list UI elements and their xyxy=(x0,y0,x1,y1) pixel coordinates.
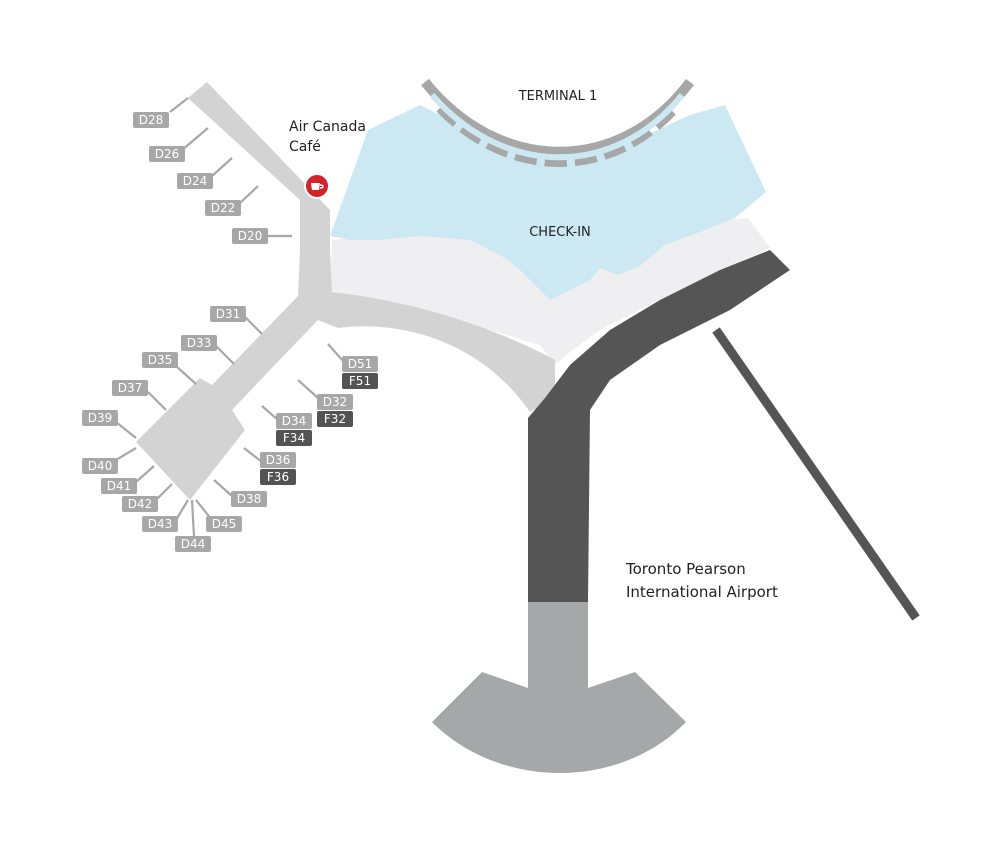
checkin-label: CHECK-IN xyxy=(529,225,591,240)
gate-d35[interactable]: D35 xyxy=(142,352,178,368)
svg-text:D20: D20 xyxy=(238,229,263,243)
checkin-area xyxy=(330,105,766,300)
svg-text:F32: F32 xyxy=(324,412,346,426)
gate-d34[interactable]: D34 xyxy=(276,413,312,429)
svg-text:D40: D40 xyxy=(88,459,113,473)
svg-text:D42: D42 xyxy=(128,497,153,511)
gate-d26[interactable]: D26 xyxy=(149,146,185,162)
gate-d51[interactable]: D51 xyxy=(342,356,378,372)
gate-d40[interactable]: D40 xyxy=(82,458,118,474)
svg-text:D26: D26 xyxy=(155,147,180,161)
terminal-arc-inner xyxy=(436,104,679,167)
svg-text:D38: D38 xyxy=(237,492,262,506)
gate-d42[interactable]: D42 xyxy=(122,496,158,512)
svg-text:D22: D22 xyxy=(211,201,236,215)
airport-label-line2: International Airport xyxy=(626,583,778,601)
terminal-arc-outer xyxy=(421,78,694,157)
svg-text:D43: D43 xyxy=(148,517,173,531)
svg-text:D28: D28 xyxy=(139,113,164,127)
svg-text:F36: F36 xyxy=(267,470,289,484)
svg-text:D33: D33 xyxy=(187,336,212,350)
svg-text:D44: D44 xyxy=(181,537,206,551)
svg-text:D34: D34 xyxy=(282,414,307,428)
runway-connector xyxy=(712,327,920,621)
gate-d36[interactable]: D36 xyxy=(260,452,296,468)
gate-d24[interactable]: D24 xyxy=(177,173,213,189)
svg-text:D24: D24 xyxy=(183,174,208,188)
svg-text:D45: D45 xyxy=(212,517,237,531)
gate-d39[interactable]: D39 xyxy=(82,410,118,426)
gate-stubs xyxy=(115,97,345,537)
airport-label-line1: Toronto Pearson xyxy=(625,560,746,578)
svg-text:D35: D35 xyxy=(148,353,173,367)
svg-text:F51: F51 xyxy=(349,374,371,388)
gate-d33[interactable]: D33 xyxy=(181,335,217,351)
concourse xyxy=(136,82,555,500)
gate-d22[interactable]: D22 xyxy=(205,200,241,216)
svg-text:F34: F34 xyxy=(283,431,305,445)
gate-f51[interactable]: F51 xyxy=(342,373,378,389)
cafe-label-line2: Café xyxy=(289,139,321,155)
gate-f36[interactable]: F36 xyxy=(260,469,296,485)
terminal-arc-blue xyxy=(429,93,685,161)
svg-text:D31: D31 xyxy=(216,307,241,321)
gate-d32[interactable]: D32 xyxy=(317,394,353,410)
gate-d45[interactable]: D45 xyxy=(206,516,242,532)
pier-end xyxy=(432,602,686,773)
svg-text:D32: D32 xyxy=(323,395,348,409)
svg-text:D51: D51 xyxy=(348,357,373,371)
svg-text:D37: D37 xyxy=(118,381,143,395)
gate-d20[interactable]: D20 xyxy=(232,228,268,244)
lounge-cup-icon[interactable] xyxy=(304,173,330,199)
gate-f32[interactable]: F32 xyxy=(317,411,353,427)
svg-text:D36: D36 xyxy=(266,453,291,467)
terminal-label: TERMINAL 1 xyxy=(518,89,598,104)
dark-pier xyxy=(528,250,790,602)
gate-d28[interactable]: D28 xyxy=(133,112,169,128)
gate-f34[interactable]: F34 xyxy=(276,430,312,446)
cafe-label-line1: Air Canada xyxy=(289,119,366,135)
svg-text:D39: D39 xyxy=(88,411,113,425)
gate-d44[interactable]: D44 xyxy=(175,536,211,552)
gate-d38[interactable]: D38 xyxy=(231,491,267,507)
gate-d43[interactable]: D43 xyxy=(142,516,178,532)
gate-d41[interactable]: D41 xyxy=(101,478,137,494)
gate-d31[interactable]: D31 xyxy=(210,306,246,322)
svg-text:D41: D41 xyxy=(107,479,132,493)
gate-d37[interactable]: D37 xyxy=(112,380,148,396)
